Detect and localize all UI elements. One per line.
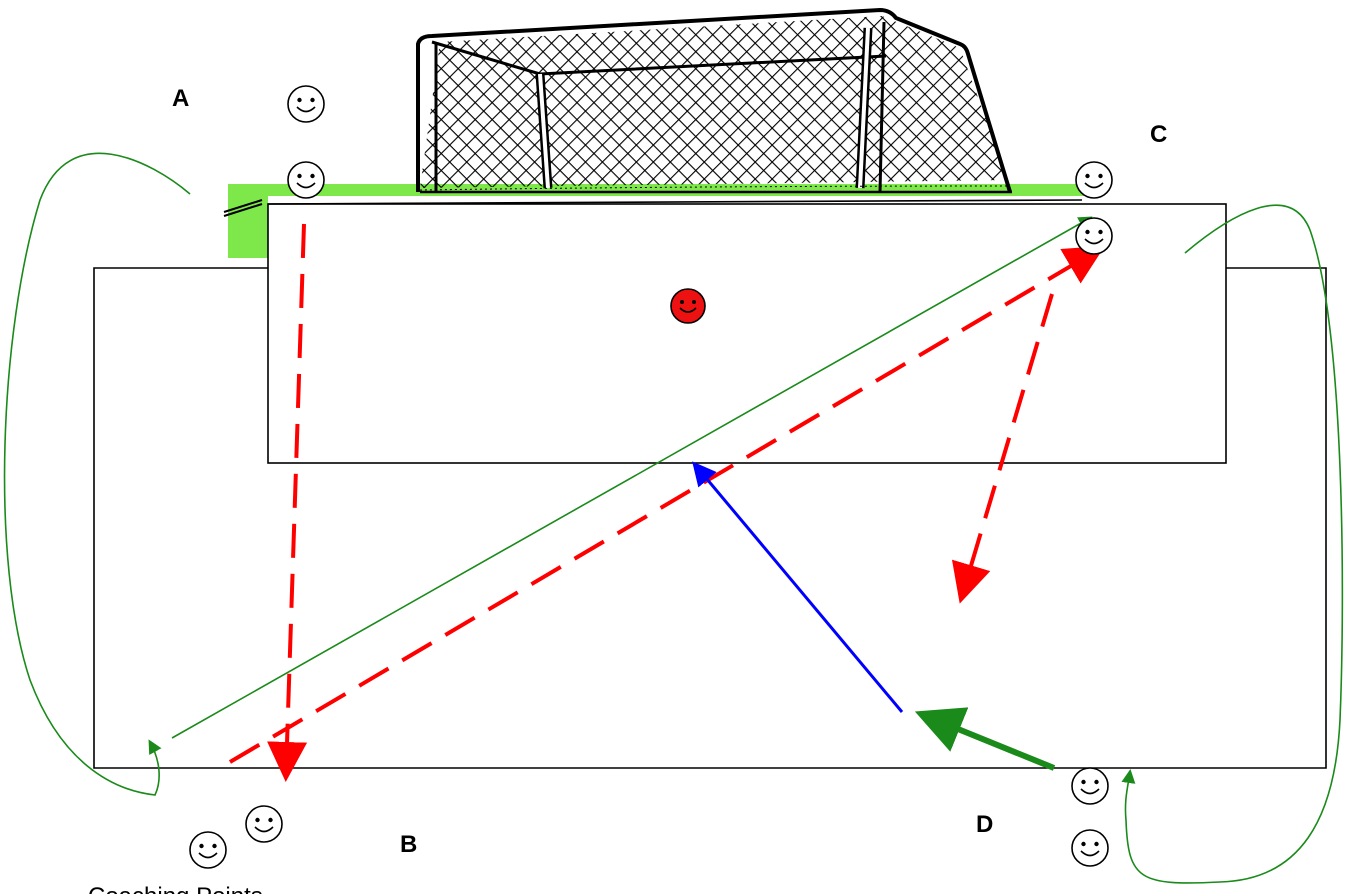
goal-area-box	[267, 203, 1227, 464]
label-a: A	[172, 85, 189, 112]
label-b: B	[400, 831, 417, 858]
run-blue	[692, 461, 904, 713]
coaching-points-caption: Coaching Points	[88, 883, 263, 894]
run-loop-left	[3, 152, 191, 796]
smiley-face-icon	[189, 831, 227, 869]
smiley-face-icon	[1075, 217, 1113, 255]
pass-a-to-b	[267, 223, 308, 782]
dribble-green	[914, 707, 1056, 771]
pass-c-to-space	[951, 293, 1054, 604]
grass-strip	[223, 184, 1098, 258]
pass-b-to-c	[228, 245, 1105, 764]
label-c: C	[1150, 121, 1167, 148]
smiley-face-icon	[245, 805, 283, 843]
label-d: D	[976, 811, 993, 838]
smiley-face-icon	[287, 161, 325, 199]
smiley-face-icon	[1071, 767, 1109, 805]
smiley-face-icon	[1075, 161, 1113, 199]
smiley-face-icon	[287, 85, 325, 123]
red-smiley-face-icon	[670, 288, 706, 324]
run-loop-right	[1121, 204, 1344, 884]
penalty-area-outer	[93, 267, 1327, 769]
smiley-face-icon	[1071, 829, 1109, 867]
goal-line	[267, 199, 1083, 205]
soccer-goal-net-icon	[416, 7, 1012, 194]
run-diagonal-thin	[171, 216, 1093, 739]
